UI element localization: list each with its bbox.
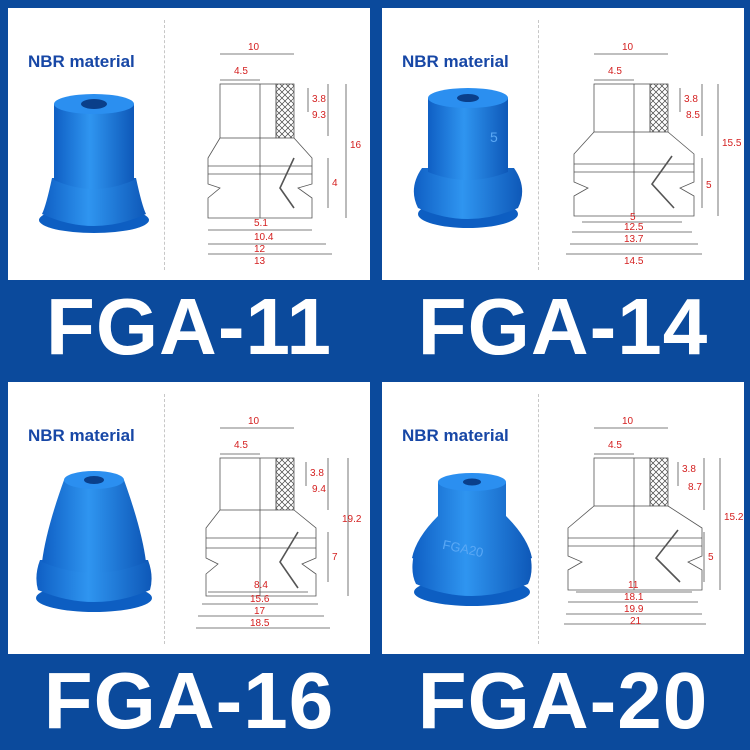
dim-v2: 4 <box>332 178 338 189</box>
dim-w4: 14.5 <box>624 256 644 267</box>
material-label: NBR material <box>28 52 135 71</box>
dim-w2: 12.5 <box>624 222 644 233</box>
dimension-drawing: 10 4.5 3.8 9.4 19.2 7 8.4 15.6 17 18.5 <box>196 416 362 629</box>
product-panel-fga-20: NBR material FGA20 <box>378 378 748 748</box>
dim-wall: 3.8 <box>310 468 324 479</box>
product-panel-fga-14: NBR material 5 <box>378 4 748 374</box>
dashed-divider <box>164 394 165 644</box>
material-label: NBR material <box>28 426 135 445</box>
model-name: FGA-11 <box>45 282 333 371</box>
dim-top-width: 10 <box>622 42 634 53</box>
dim-w3: 19.9 <box>624 604 644 615</box>
product-panel-fga-11: NBR material <box>4 4 374 374</box>
dim-v-total: 16 <box>350 140 362 151</box>
dim-v2: 5 <box>706 180 712 191</box>
dim-w4: 21 <box>630 616 642 627</box>
dim-w3: 13.7 <box>624 234 644 245</box>
dim-v1: 9.4 <box>312 484 326 495</box>
dimension-drawing: 10 4.5 3.8 9.3 16 4 5.1 10.4 12 13 <box>207 42 362 267</box>
dim-v2: 5 <box>708 552 714 563</box>
product-image-area: NBR material 5 <box>382 8 744 280</box>
product-panel-fga-16: NBR material <box>4 378 374 748</box>
dimension-drawing: 10 4.5 3.8 8.5 15.5 5 5 12.5 13.7 14.5 <box>566 42 742 267</box>
dim-w2: 15.6 <box>250 594 270 605</box>
suction-cup-photo <box>39 94 149 233</box>
product-image-area: NBR material <box>8 8 370 280</box>
model-name: FGA-16 <box>43 656 335 745</box>
dim-w2: 18.1 <box>624 592 644 603</box>
dim-v1: 9.3 <box>312 110 326 121</box>
material-label: NBR material <box>402 52 509 71</box>
dim-wall: 3.8 <box>682 464 696 475</box>
dim-w1: 8.4 <box>254 580 268 591</box>
dim-w3: 17 <box>254 606 266 617</box>
dim-top-inner: 4.5 <box>608 66 622 77</box>
dim-v-total: 19.2 <box>342 514 362 525</box>
product-image-area: NBR material FGA20 <box>382 382 744 654</box>
dim-w4: 18.5 <box>250 618 270 629</box>
dim-w1: 11 <box>628 580 639 591</box>
dim-v-total: 15.2 <box>724 512 744 523</box>
suction-cup-photo <box>36 471 152 612</box>
dim-top-width: 10 <box>248 416 260 427</box>
dim-top-inner: 4.5 <box>608 440 622 451</box>
product-image-area: NBR material <box>8 382 370 654</box>
dim-top-inner: 4.5 <box>234 66 248 77</box>
dim-top-inner: 4.5 <box>234 440 248 451</box>
model-name: FGA-14 <box>417 282 709 371</box>
dashed-divider <box>164 20 165 270</box>
dim-v2: 7 <box>332 552 338 563</box>
body-mark: 5 <box>490 129 498 145</box>
material-label: NBR material <box>402 426 509 445</box>
suction-cup-photo: 5 <box>413 88 523 228</box>
dim-v1: 8.7 <box>688 482 702 493</box>
dim-wall: 3.8 <box>312 94 326 105</box>
dashed-divider <box>538 20 539 270</box>
model-name: FGA-20 <box>417 656 709 745</box>
dim-top-width: 10 <box>622 416 634 427</box>
dim-w1: 5.1 <box>254 218 268 229</box>
dashed-divider <box>538 394 539 644</box>
dim-wall: 3.8 <box>684 94 698 105</box>
dim-w2: 10.4 <box>254 232 274 243</box>
suction-cup-photo: FGA20 <box>412 473 532 606</box>
dim-v-total: 15.5 <box>722 138 742 149</box>
dimension-drawing: 10 4.5 3.8 8.7 15.2 5 11 18.1 19.9 21 <box>564 416 744 627</box>
dim-v1: 8.5 <box>686 110 700 121</box>
dim-top-width: 10 <box>248 42 260 53</box>
dim-w4: 13 <box>254 256 266 267</box>
dim-w1: 5 <box>630 212 636 223</box>
dim-w3: 12 <box>254 244 266 255</box>
